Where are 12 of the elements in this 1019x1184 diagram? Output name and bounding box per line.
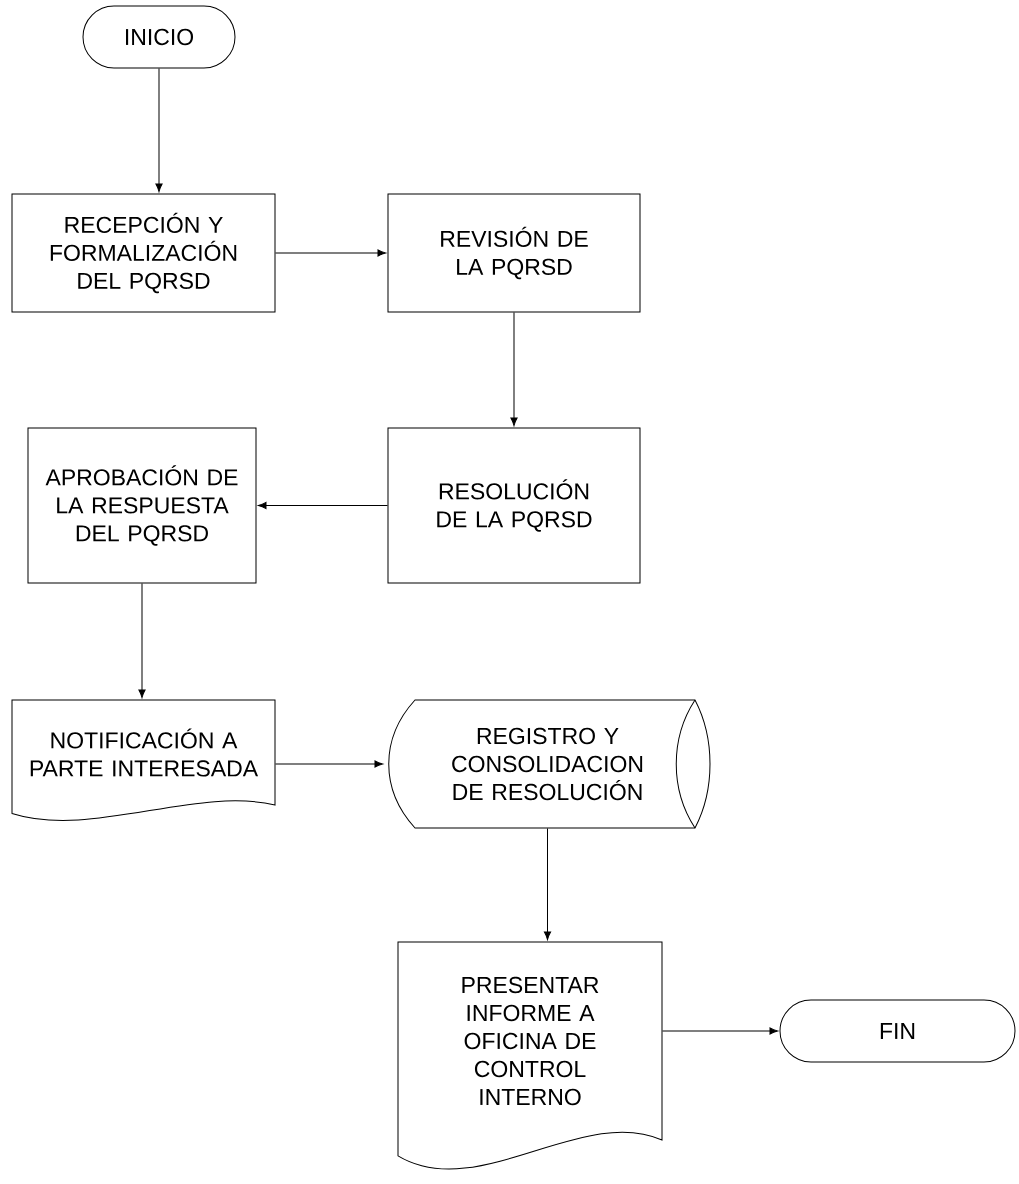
arrow — [275, 249, 387, 257]
arrow — [275, 760, 384, 768]
arrow — [543, 828, 552, 941]
process-box: RESOLUCIÓN DE LA PQRSD — [387, 427, 641, 584]
arrow — [155, 68, 163, 193]
arrow — [257, 501, 388, 510]
process-box: REVISIÓN DE LA PQRSD — [387, 193, 641, 313]
arrow — [138, 583, 146, 699]
process-box: APROBACIÓN DE LA RESPUESTA DEL PQRSD — [27, 427, 257, 584]
process-box: RECEPCIÓN Y FORMALIZACIÓN DEL PQRSD — [11, 193, 276, 313]
arrow — [662, 1027, 779, 1035]
arrow — [510, 312, 518, 427]
